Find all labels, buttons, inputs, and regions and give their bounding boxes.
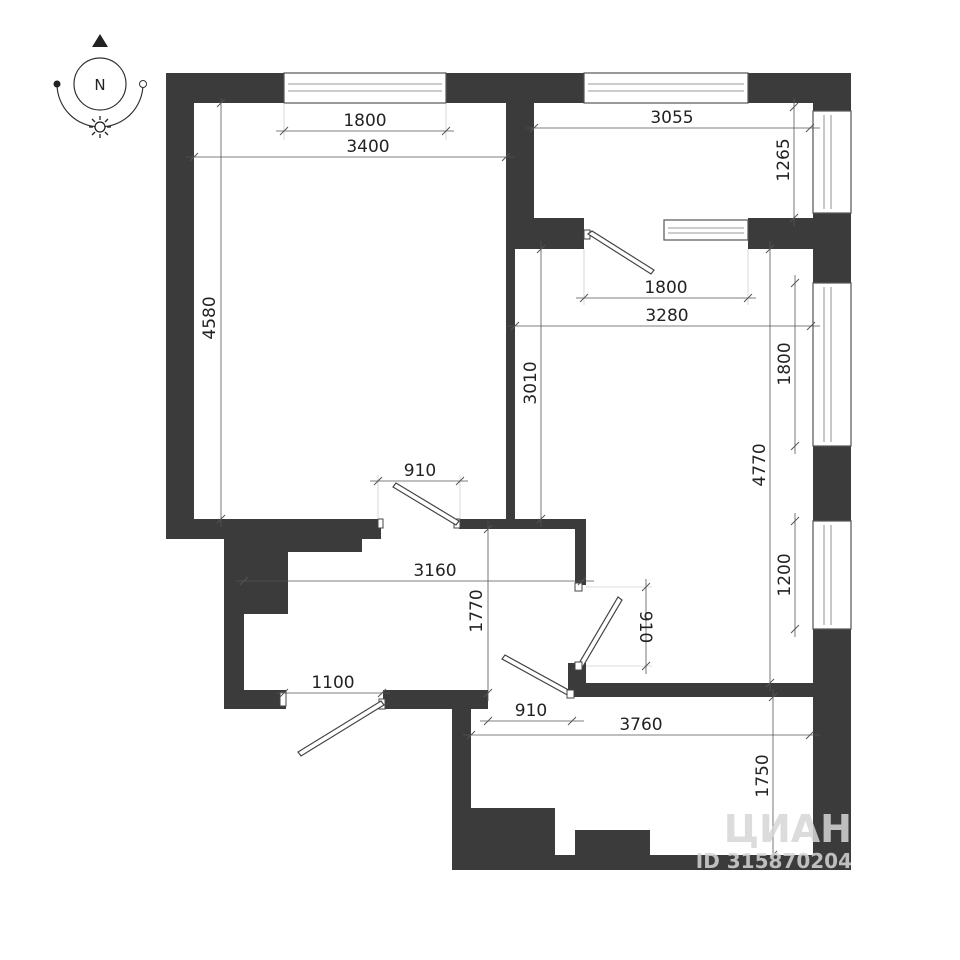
wall-hall-right-stub	[575, 519, 586, 585]
dim-room2-window-right	[790, 275, 800, 454]
windows	[283, 72, 852, 630]
dim-hall-length	[236, 576, 594, 586]
dim-kitchen-width	[526, 123, 820, 133]
window-room2-lower	[812, 520, 852, 630]
door-room2	[574, 582, 623, 671]
wall-hall-left	[224, 529, 244, 709]
wall-kitchen-left	[506, 218, 584, 249]
dim-label-hall-length: 3160	[413, 561, 456, 581]
dim-room2-window-lower	[790, 513, 800, 637]
wall-bottom-left	[452, 808, 555, 870]
door-kitchen	[583, 229, 655, 275]
wall-room2-bottom	[575, 683, 851, 697]
watermark-brand: ЦИАН	[724, 807, 852, 851]
dim-room2-length	[765, 241, 775, 691]
wall-right-pier	[813, 446, 851, 521]
dim-label-room2-window-right: 1800	[775, 342, 795, 385]
dim-label-room2-window: 1800	[644, 278, 687, 298]
dim-hall-width	[483, 521, 493, 701]
wall-hall-bottom-right	[383, 690, 488, 709]
dim-room1-window	[276, 103, 454, 140]
dim-label-bath-door: 910	[515, 701, 547, 721]
dim-label-bath-depth: 1750	[753, 754, 773, 797]
dim-bath-width	[463, 730, 820, 740]
dim-label-room1-door: 910	[404, 461, 436, 481]
dim-room2-width	[507, 321, 820, 331]
dim-label-room2-window-lower: 1200	[775, 553, 795, 596]
dim-kitchen-depth	[789, 98, 799, 226]
window-kitchen-interior	[663, 219, 749, 241]
door-room1	[377, 482, 461, 529]
dim-entrance-door	[276, 688, 390, 698]
doors	[279, 229, 655, 757]
compass: N	[53, 34, 147, 138]
dimension-lines	[186, 98, 820, 863]
dim-label-kitchen-depth: 1265	[774, 138, 794, 181]
window-kitchen-top	[583, 72, 749, 104]
dim-room2-door-wall	[536, 241, 546, 527]
dim-label-room2-door-wall: 3010	[521, 361, 541, 404]
dim-label-entrance-door: 1100	[311, 673, 354, 693]
dim-label-bath-width: 3760	[619, 715, 662, 735]
sun-icon	[89, 116, 111, 138]
walls	[166, 73, 851, 870]
dim-label-room2-width: 3280	[645, 306, 688, 326]
watermark-id: ID 315870204	[696, 849, 852, 873]
window-room1	[283, 72, 447, 104]
dim-room1-door	[370, 475, 468, 519]
wall-room1-bottom-right	[459, 519, 586, 529]
dim-bath-door	[480, 716, 584, 726]
dimension-labels: 1800 3400 4580 3055 1265 1800 3280 3010 …	[200, 108, 795, 798]
dim-bath-depth	[768, 689, 778, 863]
compass-west-dot	[53, 80, 61, 88]
compass-north-label: N	[94, 76, 105, 94]
door-entrance	[279, 691, 386, 757]
dim-room1-length	[216, 98, 226, 527]
dim-label-room1-window: 1800	[343, 111, 386, 131]
dim-label-room2-door: 910	[635, 611, 655, 643]
wall-right-lower	[813, 629, 851, 870]
dim-label-room1-width: 3400	[346, 137, 389, 157]
wall-kitchen-right	[748, 218, 851, 249]
dim-room1-width	[186, 152, 514, 162]
wall-hall-bottom-left	[224, 690, 286, 709]
watermark: ЦИАН ID 315870204	[696, 807, 852, 873]
wall-bottom-right	[555, 855, 851, 870]
window-room2-upper	[812, 282, 852, 447]
compass-east-dot	[139, 80, 147, 88]
compass-circle	[73, 57, 127, 111]
dim-label-kitchen-width: 3055	[650, 108, 693, 128]
door-bathroom	[501, 654, 575, 699]
dim-label-room1-length: 4580	[200, 296, 220, 339]
wall-right-upper	[813, 73, 851, 111]
window-kitchen-right	[812, 110, 852, 214]
dim-room2-door	[586, 579, 652, 674]
dim-room2-window	[576, 249, 756, 305]
wall-left-outer	[166, 73, 194, 539]
north-arrow-icon	[92, 34, 108, 47]
wall-partition-vertical-lower	[506, 244, 515, 529]
dim-label-room2-length: 4770	[750, 443, 770, 486]
dim-label-hall-width: 1770	[467, 589, 487, 632]
wall-bath-door-jamb	[568, 663, 586, 697]
